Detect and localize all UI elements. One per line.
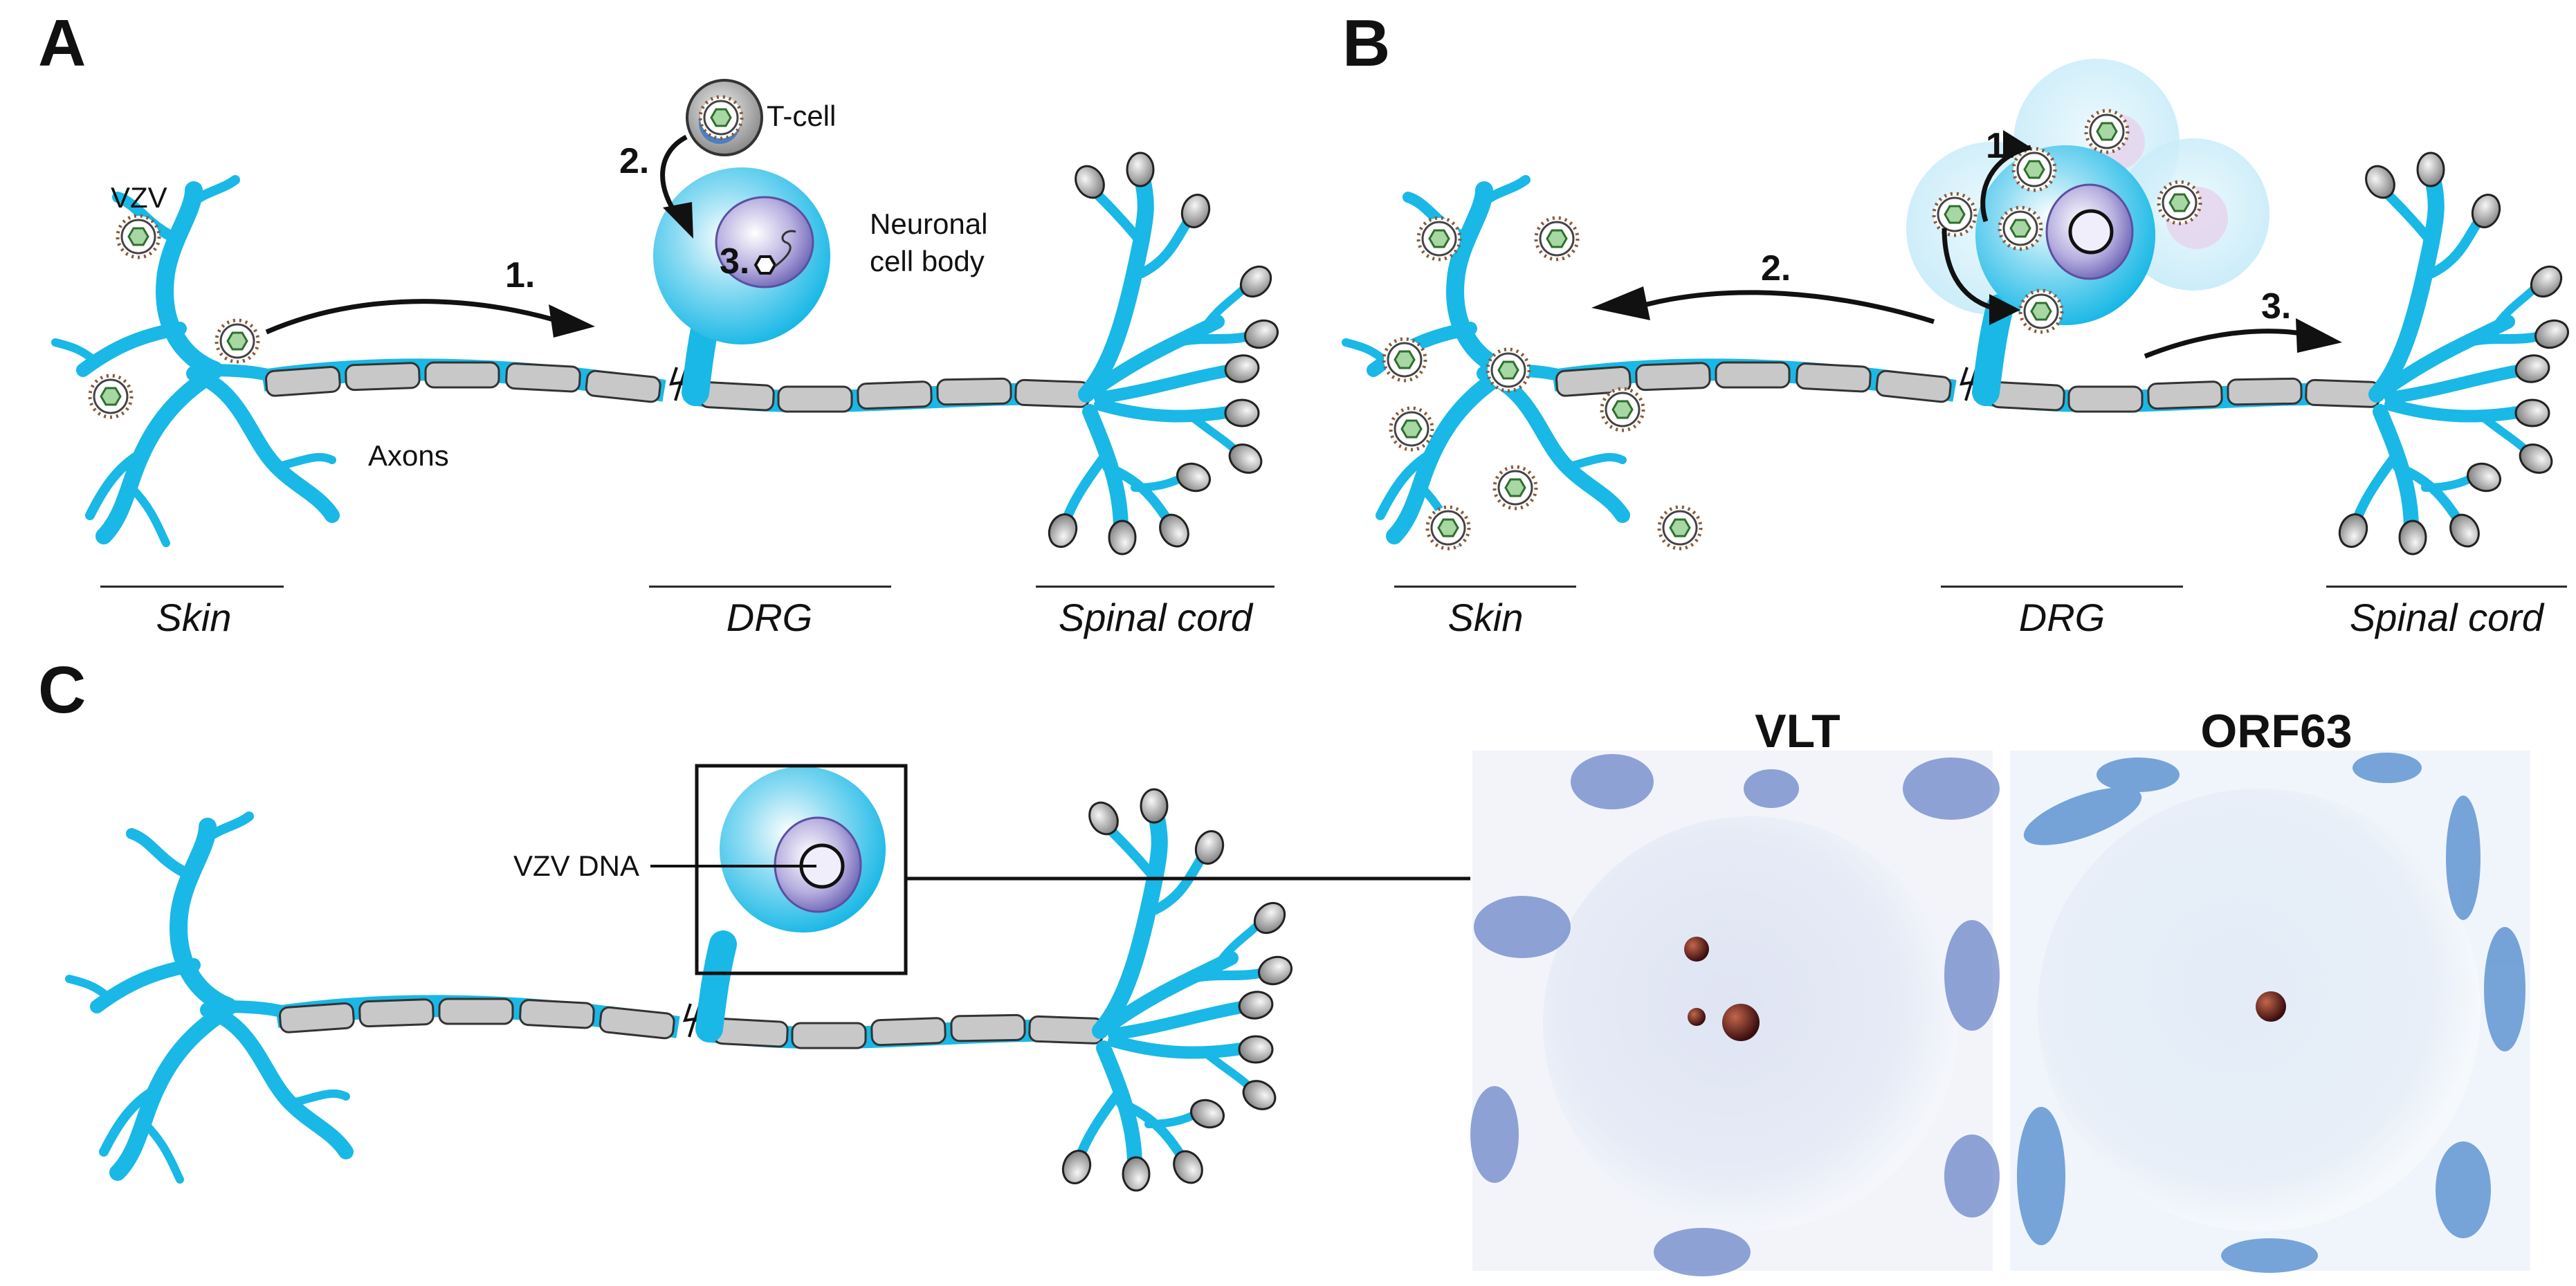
- micrograph-title-orf63: ORF63: [2200, 705, 2352, 757]
- panel-c-letter: C: [38, 653, 86, 727]
- panel-a: A 1. 2. 3. VZV T-cell Neu: [38, 6, 1281, 639]
- virus-icon: [2000, 208, 2041, 249]
- virus-icon: [2020, 291, 2062, 332]
- virus-icon: [1391, 408, 1432, 450]
- virus-icon: [1602, 389, 1643, 430]
- micrograph-title-vlt: VLT: [1755, 705, 1840, 757]
- step-3-b: 3.: [2261, 286, 2291, 327]
- region-spinal-cord: Spinal cord: [1059, 596, 1254, 639]
- arrow-1: [265, 299, 554, 335]
- neuronal-label-line2: cell body: [870, 245, 985, 277]
- panel-c: C VZV DNA VLT: [38, 653, 2530, 1276]
- micrograph-vlt: [1470, 751, 2000, 1276]
- panel-a-letter: A: [38, 6, 86, 80]
- vlt-signal-dot: [1722, 1004, 1760, 1041]
- t-cell-icon: [686, 79, 763, 156]
- neuronal-cell-body-c: [720, 766, 886, 933]
- virus-icon: [1495, 467, 1536, 508]
- step-1: 1.: [505, 255, 535, 295]
- panel-b: B: [1342, 6, 2572, 639]
- virus-icon: [1934, 194, 1975, 235]
- vzv-label: VZV: [111, 181, 167, 214]
- virus-icon: [1659, 507, 1701, 549]
- step-3: 3.: [720, 241, 749, 282]
- orf63-signal-dot: [2256, 991, 2286, 1022]
- panel-b-letter: B: [1342, 6, 1390, 80]
- virus-icon: [1418, 218, 1460, 259]
- region-skin-b: Skin: [1448, 596, 1524, 639]
- step-2: 2.: [619, 141, 649, 181]
- virus-icon: [2013, 149, 2055, 190]
- vlt-signal-dot: [1688, 1008, 1706, 1026]
- nucleus-icon: [715, 196, 814, 288]
- t-cell-label: T-cell: [767, 100, 836, 132]
- virus-icon: [1536, 218, 1578, 259]
- virus-icon: [1488, 349, 1529, 391]
- region-skin: Skin: [156, 596, 232, 639]
- region-spinal-cord-b: Spinal cord: [2350, 596, 2545, 639]
- region-drg-b: DRG: [2019, 596, 2105, 639]
- step-2-b: 2.: [1761, 248, 1791, 288]
- vlt-signal-dot: [1684, 937, 1709, 962]
- neuronal-cell-body-b: [1975, 145, 2155, 325]
- virus-icon: [2086, 111, 2128, 152]
- micrograph-orf63: [2010, 751, 2530, 1273]
- region-drg: DRG: [727, 596, 812, 639]
- virus-icon: [1384, 339, 1425, 380]
- zoom-box: [695, 764, 908, 975]
- neuron-illustration-c: [69, 789, 1295, 1191]
- neuronal-label-line1: Neuronal: [870, 208, 987, 240]
- latent-genome-icon: [753, 255, 777, 275]
- virus-icon: [118, 216, 159, 257]
- virus-icon: [2159, 182, 2200, 223]
- vzv-dna-label: VZV DNA: [513, 849, 639, 882]
- virus-icon: [1427, 507, 1469, 549]
- virus-icon: [90, 376, 131, 417]
- step-1-b: 1.: [1986, 126, 2016, 166]
- virus-icon: [217, 320, 258, 362]
- axons-label: Axons: [368, 439, 449, 472]
- neuronal-cell-body: [653, 167, 830, 345]
